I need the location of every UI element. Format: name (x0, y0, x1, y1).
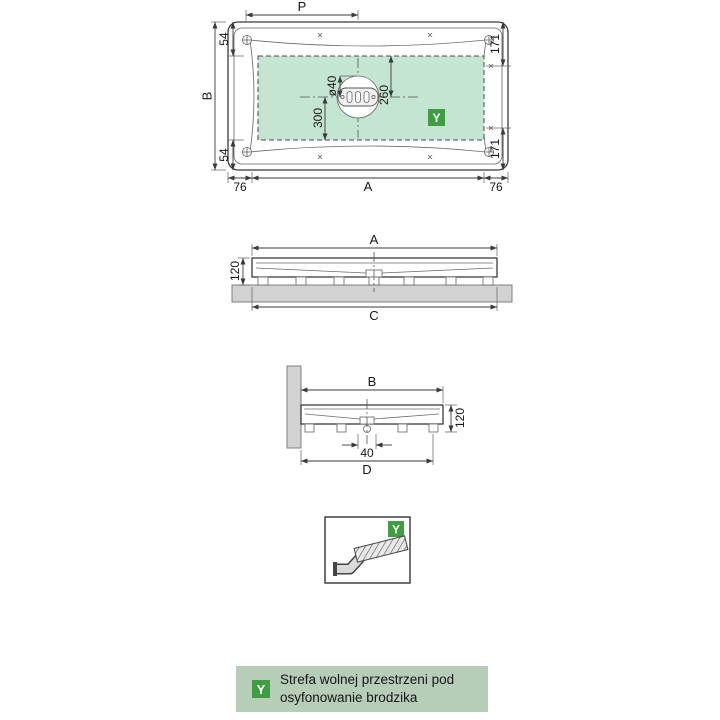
legend-text-line1: Strefa wolnej przestrzeni pod (280, 672, 455, 688)
dim-label-a: A (364, 179, 373, 194)
dim-label-54-top: 54 (217, 32, 231, 46)
top-view: Y P B 54 54 171 171 76 A 76 (200, 0, 511, 194)
dim-label-b-side: B (368, 374, 377, 389)
zone-badge (428, 109, 445, 126)
detail-zone-badge (388, 521, 404, 537)
dim-label-171-bottom: 171 (488, 139, 502, 159)
dim-label-260: 260 (377, 85, 391, 105)
dim-label-p: P (298, 0, 307, 14)
tray-inner-rim (233, 27, 503, 165)
corner-screw-icon (484, 35, 494, 45)
legend: Y Strefa wolnej przestrzeni pod osyfonow… (236, 666, 488, 712)
zone-badge-label: Y (432, 111, 440, 125)
dim-label-diameter: ø40 (325, 75, 339, 96)
tray-feet (257, 276, 494, 286)
dim-label-120-side: 120 (453, 408, 467, 428)
corner-screw-icon (242, 147, 252, 157)
dim-label-54-bottom: 54 (217, 148, 231, 162)
dim-label-c: C (369, 308, 378, 323)
corner-screw-icon (484, 147, 494, 157)
detail-zone-badge-label: Y (392, 523, 400, 537)
corner-screw-icon (242, 35, 252, 45)
legend-text-line2: osyfonowanie brodzika (280, 690, 418, 705)
side-view: B 120 40 D (286, 365, 467, 477)
legend-text: Strefa wolnej przestrzeni pod osyfonowan… (280, 671, 454, 706)
dim-label-76-left: 76 (233, 180, 247, 194)
dim-label-40: 40 (360, 446, 374, 460)
detail-box: Y (324, 516, 411, 584)
dim-label-d: D (362, 462, 371, 477)
dim-label-a-front: A (370, 232, 379, 247)
dim-label-171-top: 171 (488, 34, 502, 54)
legend-zone-badge: Y (252, 680, 270, 698)
base-slab (231, 284, 513, 303)
dim-label-76-right: 76 (489, 180, 503, 194)
siphon-pipe-icon (333, 535, 409, 576)
front-view: A 120 C (228, 232, 513, 323)
tray-feet-side (304, 423, 439, 433)
dim-label-b: B (200, 92, 215, 101)
wall-section (286, 365, 302, 449)
dim-label-300: 300 (311, 108, 325, 128)
dim-label-120-front: 120 (228, 261, 242, 281)
drain-icon (336, 75, 380, 119)
